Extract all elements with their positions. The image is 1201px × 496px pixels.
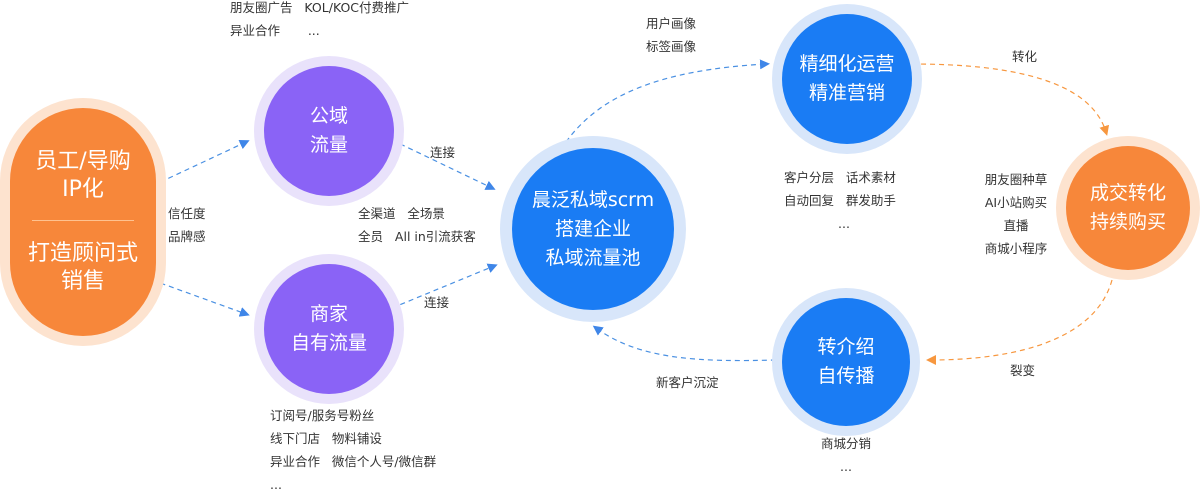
pill-title-bottom: 打造顾问式 销售 bbox=[10, 240, 156, 296]
connect-label-bottom: 连接 bbox=[424, 295, 450, 310]
conversion-label: 转化 bbox=[1012, 49, 1038, 64]
merchant-note-2: 线下门店 物料铺设 bbox=[270, 431, 382, 446]
referral-line-2: 自传播 bbox=[817, 365, 875, 387]
referral-note-2: ... bbox=[840, 459, 852, 474]
public-note-2: 异业合作 ... bbox=[230, 23, 320, 38]
deal-note-3: 直播 bbox=[1003, 218, 1029, 233]
referral-node: 转介绍 自传播 bbox=[782, 298, 910, 426]
center-line-1: 晨泛私域scrm bbox=[531, 188, 655, 211]
merchant-line-1: 商家 bbox=[309, 303, 348, 325]
fineops-note-1: 客户分层 话术素材 bbox=[784, 170, 896, 185]
fineops-notes: 客户分层 话术素材 自动回复 群发助手 ... bbox=[784, 166, 896, 235]
fine-ops-node: 精细化运营 精准营销 bbox=[782, 14, 912, 144]
fineops-line-1: 精细化运营 bbox=[799, 53, 895, 75]
deal-notes: 朋友圈种草 AI小站购买 直播 商城小程序 bbox=[976, 168, 1056, 260]
public-notes: 朋友圈广告 KOL/KOC付费推广 异业合作 ... bbox=[230, 0, 409, 42]
employee-ip-node: 员工/导购 IP化 打造顾问式 销售 bbox=[10, 108, 156, 336]
merchant-note-4: ... bbox=[270, 477, 282, 492]
center-note-2: 全员 All in引流获客 bbox=[358, 229, 476, 244]
connect-label-top: 连接 bbox=[430, 145, 456, 160]
public-traffic-node: 公域 流量 bbox=[264, 66, 394, 196]
public-line-1: 公域 bbox=[309, 105, 348, 127]
merchant-notes: 订阅号/服务号粉丝 线下门店 物料铺设 异业合作 微信个人号/微信群 ... bbox=[270, 404, 436, 496]
deal-note-4: 商城小程序 bbox=[984, 241, 1048, 256]
pill-line-3: 打造顾问式 bbox=[27, 241, 138, 266]
fineops-line-2: 精准营销 bbox=[808, 82, 885, 104]
arrow-public-to-center bbox=[391, 139, 496, 190]
pill-line-2: IP化 bbox=[62, 177, 104, 202]
arrow-merchant-to-center bbox=[391, 263, 498, 309]
profile-label: 用户画像 标签画像 bbox=[646, 12, 696, 58]
arrow-fineops-to-deal bbox=[911, 63, 1110, 136]
deal-note-1: 朋友圈种草 bbox=[984, 172, 1048, 187]
deal-line-1: 成交转化 bbox=[1089, 182, 1166, 204]
fineops-note-2: 自动回复 群发助手 bbox=[784, 193, 896, 208]
pill-divider bbox=[32, 220, 134, 221]
arrow-center-to-fineops bbox=[565, 59, 770, 143]
trust-label-line-1: 信任度 bbox=[168, 206, 206, 221]
center-line-3: 私域流量池 bbox=[545, 246, 641, 269]
fineops-note-3: ... bbox=[838, 216, 850, 231]
merchant-note-1: 订阅号/服务号粉丝 bbox=[270, 408, 375, 423]
center-notes: 全渠道 全场景 全员 All in引流获客 bbox=[358, 202, 476, 248]
settle-label: 新客户沉淀 bbox=[656, 375, 719, 390]
merchant-note-3: 异业合作 微信个人号/微信群 bbox=[270, 454, 437, 469]
scrm-center-node: 晨泛私域scrm 搭建企业 私域流量池 bbox=[512, 148, 674, 310]
trust-label: 信任度 品牌感 bbox=[168, 202, 206, 248]
pill-line-1: 员工/导购 bbox=[35, 149, 131, 174]
arrow-deal-to-referral bbox=[926, 279, 1113, 365]
deal-note-2: AI小站购买 bbox=[984, 195, 1048, 210]
arrow-referral-to-center bbox=[592, 325, 777, 362]
arrow-pill-to-merchant bbox=[151, 279, 250, 317]
referral-note-1: 商城分销 bbox=[820, 436, 871, 451]
trust-label-line-2: 品牌感 bbox=[168, 229, 206, 244]
profile-label-line-1: 用户画像 bbox=[646, 16, 697, 31]
pill-line-4: 销售 bbox=[60, 269, 105, 294]
merchant-line-2: 自有流量 bbox=[290, 332, 367, 354]
profile-label-line-2: 标签画像 bbox=[646, 39, 697, 54]
deal-line-2: 持续购买 bbox=[1089, 211, 1166, 233]
center-line-2: 搭建企业 bbox=[554, 217, 631, 240]
merchant-traffic-node: 商家 自有流量 bbox=[264, 264, 394, 394]
fission-label: 裂变 bbox=[1010, 363, 1036, 378]
pill-title-top: 员工/导购 IP化 bbox=[10, 148, 156, 204]
public-note-1: 朋友圈广告 KOL/KOC付费推广 bbox=[230, 0, 410, 15]
center-note-1: 全渠道 全场景 bbox=[358, 206, 445, 221]
referral-notes: 商城分销 ... bbox=[810, 432, 882, 478]
deal-node: 成交转化 持续购买 bbox=[1066, 146, 1190, 270]
public-line-2: 流量 bbox=[309, 134, 348, 156]
arrow-pill-to-public bbox=[151, 140, 250, 187]
referral-line-1: 转介绍 bbox=[817, 336, 875, 358]
